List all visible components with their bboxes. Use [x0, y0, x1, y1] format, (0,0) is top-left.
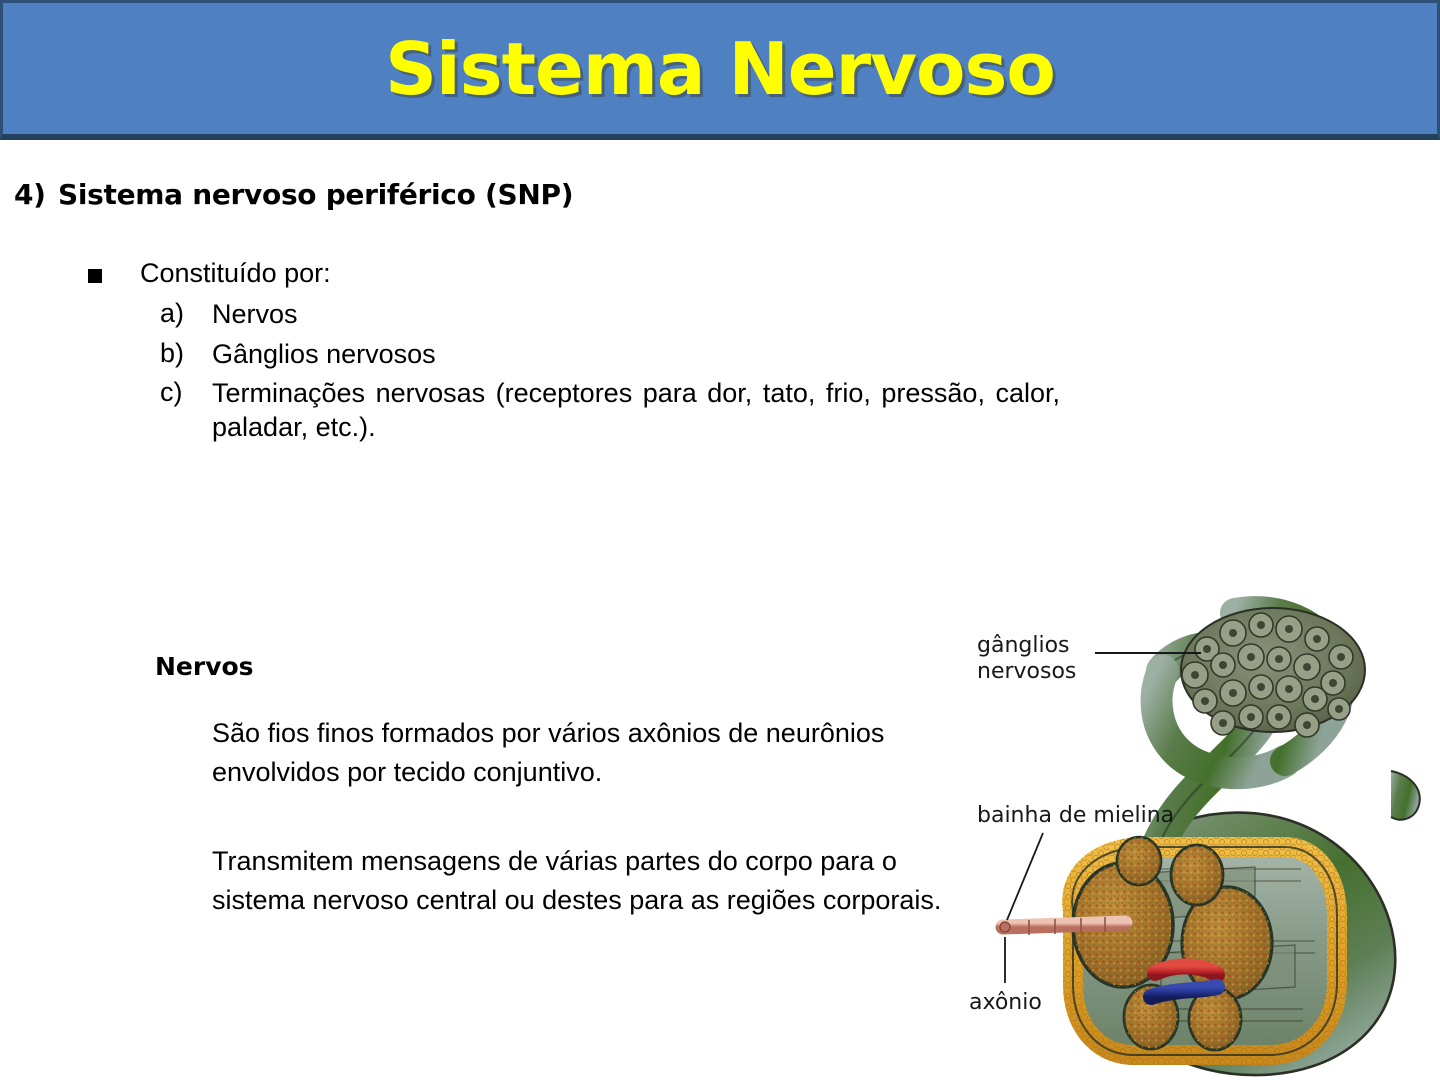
nerve-branch-stub: [1390, 770, 1421, 821]
paragraph-definition: São fios finos formados por vários axôni…: [212, 718, 885, 788]
ganglion-nuclei: [1191, 621, 1345, 729]
alpha-list: a) Nervos b) Gânglios nervosos c) Termin…: [160, 298, 1060, 445]
list-item-marker: a): [160, 297, 185, 328]
list-item-marker: b): [160, 337, 185, 368]
myelin-segments: [1028, 917, 1106, 935]
label-ganglios-nervosos: gânglios nervosos: [977, 633, 1076, 685]
bullet-label: Constituído por:: [140, 258, 331, 288]
bullet-constituido: Constituído por:: [88, 258, 1068, 290]
nerve-anatomy-diagram: gânglios nervosos bainha de mielina axôn…: [955, 575, 1440, 1080]
fascicle-upper-middle-texture: [1171, 845, 1223, 905]
slide-body: 4) Sistema nervoso periférico (SNP) Cons…: [0, 140, 1060, 1080]
list-item-label: Terminações nervosas (receptores para do…: [212, 378, 1060, 443]
myelinated-axon-fiber: [995, 915, 1133, 935]
nerve-hook-fill: [1140, 655, 1301, 790]
list-item-label: Nervos: [212, 298, 298, 329]
epineurium-outline: [1071, 846, 1338, 1056]
label-ganglios-line1: gânglios: [977, 633, 1070, 658]
section-heading: 4) Sistema nervoso periférico (SNP): [14, 178, 914, 211]
label-bainha-de-mielina: bainha de mielina: [977, 803, 1175, 828]
axon-tip: [999, 921, 1011, 933]
square-bullet-icon: [88, 269, 102, 283]
ganglion-cluster: [1180, 607, 1366, 738]
fascicle-lower-right-texture: [1189, 988, 1241, 1050]
section-heading-label: Sistema nervoso periférico (SNP): [58, 178, 574, 211]
list-item: a) Nervos: [160, 298, 1060, 332]
label-axonio: axônio: [969, 990, 1042, 1015]
axon-fiber: [995, 915, 1133, 935]
list-item: b) Gânglios nervosos: [160, 338, 1060, 372]
constituted-by-block: Constituído por: a) Nervos b) Gânglios n…: [88, 258, 1068, 451]
list-item: c) Terminações nervosas (receptores para…: [160, 377, 1060, 445]
subsection-heading: Nervos: [155, 652, 254, 681]
section-heading-number: 4): [14, 178, 46, 211]
list-item-marker: c): [160, 377, 183, 408]
nerve-anatomy-svg: [995, 596, 1421, 1077]
fascicle-small-top-texture: [1117, 837, 1161, 885]
paragraph-function: Transmitem mensagens de várias partes do…: [212, 846, 942, 916]
leader-line-bainha: [1006, 832, 1044, 921]
nerve-cross-section: [1062, 835, 1347, 1065]
artery: [1147, 958, 1225, 983]
page-title: Sistema Nervoso: [385, 26, 1056, 111]
list-item-label: Gânglios nervosos: [212, 338, 436, 369]
slide-title-banner: Sistema Nervoso: [0, 0, 1440, 140]
label-ganglios-line2: nervosos: [977, 658, 1077, 684]
vein: [1143, 979, 1225, 1005]
